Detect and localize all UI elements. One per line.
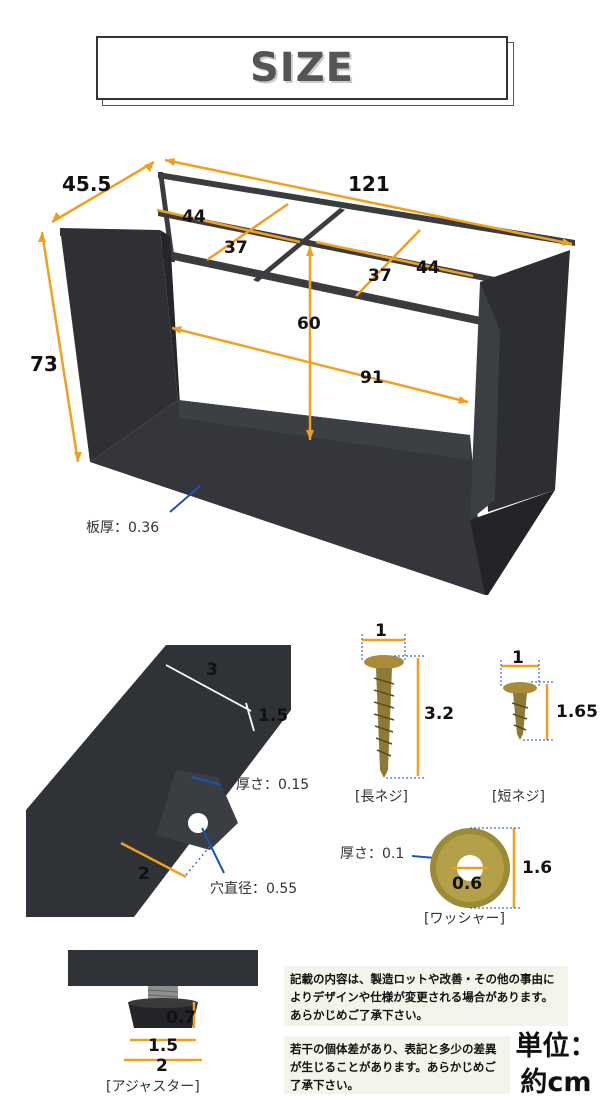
bracket-hole [188, 813, 208, 833]
dim-span-left: 44 [182, 207, 206, 227]
product-diagram [38, 158, 575, 595]
right-panel [480, 250, 570, 512]
long-screw [361, 634, 425, 779]
unit-label-line1: 単位： [515, 1031, 597, 1062]
title-frame [96, 36, 508, 100]
note-design-change: 記載の内容は、製造ロットや改善・その他の事由によりデザインや仕様が変更される場合… [284, 966, 568, 1026]
bracket-closeup [26, 645, 306, 920]
note-individual-difference: 若干の個体差があり、表記と多少の差異が生じることがあります。あらかじめご了承下さ… [284, 1036, 510, 1094]
dim-line-height [40, 231, 80, 463]
unit-label-line2: 約cm [520, 1067, 592, 1098]
washer-thickness-label: 厚さ：0.1 [340, 846, 405, 862]
adjuster [68, 950, 258, 1062]
center-cross-bar [253, 208, 345, 282]
dim-line-depth [51, 160, 155, 224]
adjuster-label: [アジャスター] [106, 1079, 200, 1095]
adjuster-height: 0.7 [166, 1008, 197, 1028]
washer-inner: 0.6 [452, 874, 483, 894]
dim-depth: 45.5 [62, 172, 112, 196]
dim-inner-width: 91 [360, 368, 384, 388]
short-screw-label: [短ネジ] [492, 789, 545, 805]
adjuster-base: 2 [156, 1056, 168, 1076]
bracket-thickness-label: 厚さ：0.15 [236, 777, 310, 793]
dim-width: 121 [348, 172, 390, 196]
long-screw-label: [長ネジ] [355, 789, 408, 805]
dim-inner-left: 37 [224, 238, 248, 258]
dim-line-inner-width [171, 326, 469, 404]
long-screw-length: 3.2 [424, 704, 455, 724]
washer [411, 827, 520, 909]
dim-span-right: 44 [416, 258, 440, 278]
bracket-height: 1.5 [258, 706, 289, 726]
washer-outer: 1.6 [522, 858, 553, 878]
long-screw-head: 1 [375, 621, 387, 641]
dim-inner-height: 60 [297, 314, 321, 334]
bracket-len: 3 [206, 660, 218, 680]
left-panel [60, 228, 178, 462]
dim-line-span-right [315, 240, 474, 278]
dim-inner-right: 37 [368, 266, 392, 286]
bottom-shelf [90, 400, 485, 595]
bracket-tab [156, 770, 238, 850]
dim-line-span-left [156, 208, 301, 244]
bracket-hole-label: 穴直径：0.55 [210, 881, 298, 897]
dim-height: 73 [30, 352, 58, 376]
plate-thickness-leader [169, 485, 201, 513]
dim-line-inner-left [206, 202, 289, 262]
short-screw-head: 1 [512, 648, 524, 668]
adjuster-diameter: 1.5 [148, 1036, 179, 1056]
back-top-rail [158, 172, 575, 246]
dim-line-inner-right [355, 229, 421, 297]
bracket-tab-width: 2 [138, 864, 150, 884]
washer-label: [ワッシャー] [424, 911, 505, 927]
short-screw [500, 660, 553, 741]
page-title: SIZE [249, 45, 355, 91]
dim-line-width [164, 158, 573, 246]
plate-thickness-label: 板厚：0.36 [86, 520, 160, 536]
short-screw-length: 1.65 [556, 702, 598, 722]
